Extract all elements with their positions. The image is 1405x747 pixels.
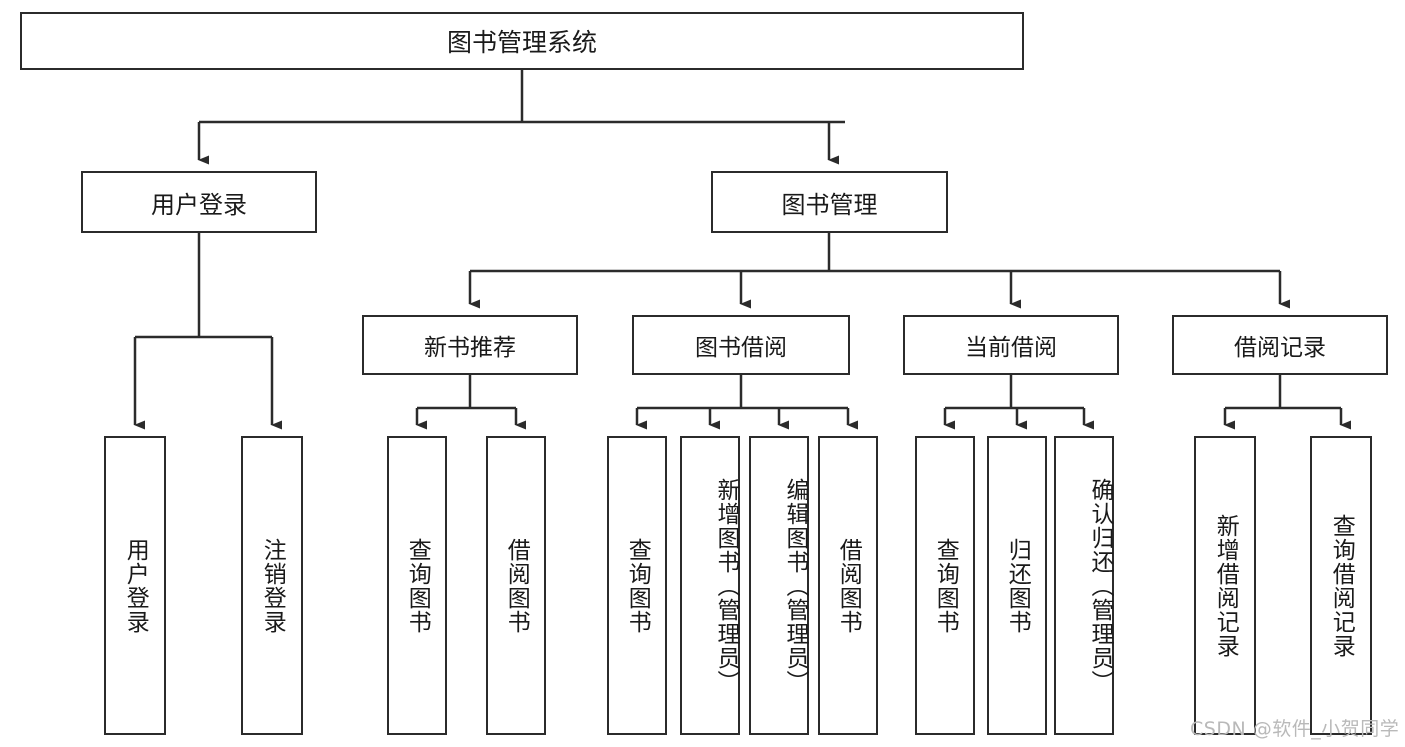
node-leaf-query-book-borrow[interactable]: 查询图书 xyxy=(607,436,667,735)
node-leaf-borrow-book[interactable]: 借阅图书 xyxy=(818,436,878,735)
node-root[interactable]: 图书管理系统 xyxy=(20,12,1024,70)
node-leaf-add-borrow-record[interactable]: 新增借阅记录 xyxy=(1194,436,1256,735)
node-leaf-query-book-recommendation[interactable]: 查询图书 xyxy=(387,436,447,735)
node-leaf-user-login[interactable]: 用户登录 xyxy=(104,436,166,735)
edge-group-new-book-rec xyxy=(415,375,526,430)
edge-group-user-login xyxy=(133,233,282,430)
node-book-manage[interactable]: 图书管理 xyxy=(711,171,948,233)
node-leaf-query-borrow-record[interactable]: 查询借阅记录 xyxy=(1310,436,1372,735)
node-new-book-recommendation[interactable]: 新书推荐 xyxy=(362,315,578,375)
node-borrow-record[interactable]: 借阅记录 xyxy=(1172,315,1388,375)
node-leaf-logout[interactable]: 注销登录 xyxy=(241,436,303,735)
edge-group-root xyxy=(197,70,845,165)
node-leaf-query-book-current[interactable]: 查询图书 xyxy=(915,436,975,735)
csdn-watermark: CSDN @软件_小贺同学 xyxy=(1190,718,1400,740)
node-current-borrow[interactable]: 当前借阅 xyxy=(903,315,1119,375)
node-book-borrow[interactable]: 图书借阅 xyxy=(632,315,850,375)
node-leaf-confirm-return-admin[interactable]: 确认归还（管理员） xyxy=(1054,436,1114,735)
edge-group-current-borrow xyxy=(943,375,1094,430)
node-leaf-add-book-admin[interactable]: 新增图书（管理员） xyxy=(680,436,740,735)
node-user-login[interactable]: 用户登录 xyxy=(81,171,317,233)
node-leaf-edit-book-admin[interactable]: 编辑图书（管理员） xyxy=(749,436,809,735)
edge-group-book-borrow xyxy=(635,375,858,430)
node-leaf-return-book[interactable]: 归还图书 xyxy=(987,436,1047,735)
edge-group-book-manage xyxy=(468,233,1290,309)
edge-group-borrow-record xyxy=(1223,375,1351,430)
node-leaf-borrow-book-recommendation[interactable]: 借阅图书 xyxy=(486,436,546,735)
